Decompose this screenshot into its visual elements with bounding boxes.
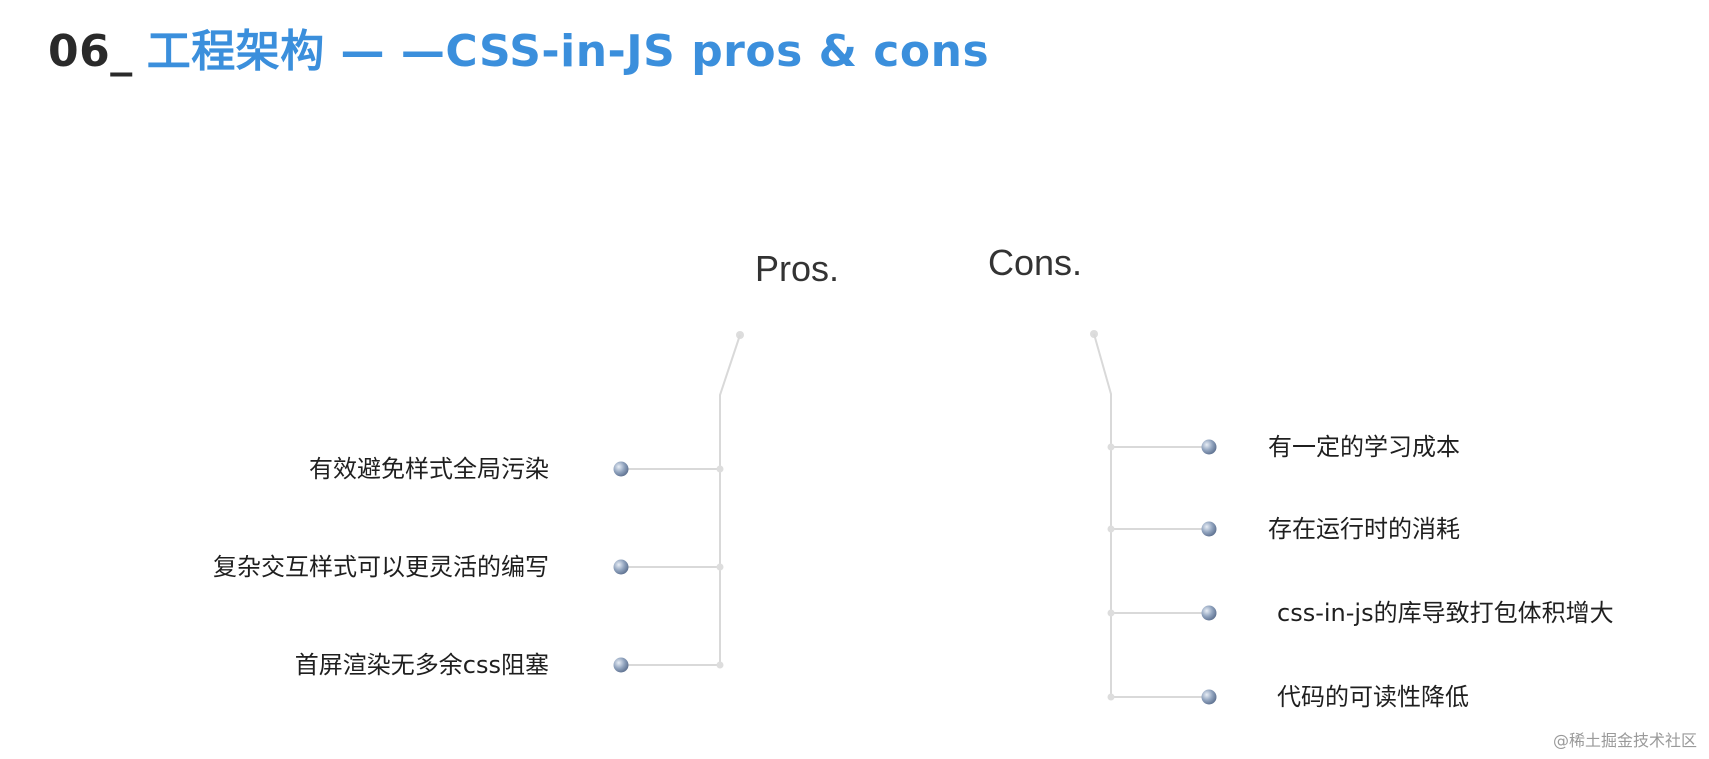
pros-bullet	[613, 657, 629, 673]
cons-item: 有一定的学习成本	[1268, 433, 1460, 461]
cons-bullet	[1201, 689, 1217, 705]
watermark: @稀土掘金技术社区	[1552, 731, 1697, 750]
cons-branch-dot	[1107, 443, 1115, 451]
cons-connector	[982, 330, 1217, 705]
slide-title: 06_ 工程架构 — —CSS-in-JS pros & cons	[48, 22, 989, 82]
cons-bullet	[1201, 605, 1217, 621]
pros-connector	[613, 331, 852, 673]
title-separator: _	[110, 26, 133, 77]
pros-branch-dot	[716, 661, 724, 669]
pros-heading: Pros.	[755, 248, 840, 289]
cons-item: 存在运行时的消耗	[1268, 515, 1460, 543]
pros-item: 有效避免样式全局污染	[309, 455, 549, 483]
cons-bullet	[1201, 521, 1217, 537]
cons-heading: Cons.	[988, 242, 1083, 283]
cons-branch-dot	[1107, 693, 1115, 701]
pros-branch-dot	[716, 563, 724, 571]
cons-branch-dot	[1107, 525, 1115, 533]
cons-item: css-in-js的库导致打包体积增大	[1277, 599, 1614, 627]
pros-branch-dot	[716, 465, 724, 473]
pros-bullet	[613, 461, 629, 477]
pros-item: 首屏渲染无多余css阻塞	[294, 651, 549, 679]
pros-bullet	[613, 559, 629, 575]
cons-item: 代码的可读性降低	[1277, 683, 1469, 711]
title-text: 工程架构 — —CSS-in-JS pros & cons	[146, 26, 990, 77]
cons-branch-dot	[1107, 609, 1115, 617]
cons-bullet	[1201, 439, 1217, 455]
pros-trunk	[719, 334, 741, 665]
cons-trunk	[1093, 333, 1112, 697]
title-number: 06	[48, 26, 111, 77]
pros-item: 复杂交互样式可以更灵活的编写	[213, 553, 549, 581]
